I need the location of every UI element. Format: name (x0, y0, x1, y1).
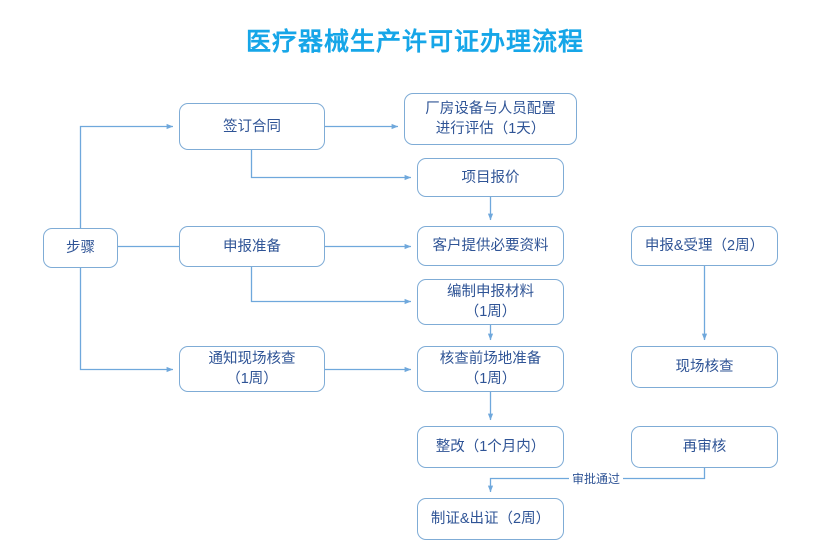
edge-label-approved: 审批通过 (569, 470, 624, 487)
node-sign-contract[interactable]: 签订合同 (179, 103, 325, 150)
node-site-prep[interactable]: 核查前场地准备 （1周） (417, 346, 564, 392)
wire-start-to-sign-contract (79, 123, 174, 228)
node-rectification[interactable]: 整改（1个月内） (417, 426, 564, 468)
node-declare-prep[interactable]: 申报准备 (179, 226, 325, 267)
wire-sign-contract-to-project-quote (250, 150, 412, 181)
node-issue-cert[interactable]: 制证&出证（2周） (417, 498, 564, 540)
node-client-materials[interactable]: 客户提供必要资料 (417, 226, 564, 266)
node-compile-materials[interactable]: 编制申报材料 （1周） (417, 279, 564, 325)
node-apply-accept[interactable]: 申报&受理（2周） (631, 226, 778, 266)
node-project-quote[interactable]: 项目报价 (417, 158, 564, 197)
wire-declare-prep-to-compile-materials (250, 267, 412, 305)
node-onsite-check[interactable]: 现场核查 (631, 346, 778, 388)
wire-start-to-notify-onsite (79, 268, 174, 373)
page-title: 医疗器械生产许可证办理流程 (245, 28, 584, 56)
node-re-review[interactable]: 再审核 (631, 426, 778, 468)
node-facility-eval[interactable]: 厂房设备与人员配置 进行评估（1天） (404, 93, 577, 145)
node-start[interactable]: 步骤 (43, 228, 118, 268)
node-notify-onsite[interactable]: 通知现场核查 （1周） (179, 346, 325, 392)
